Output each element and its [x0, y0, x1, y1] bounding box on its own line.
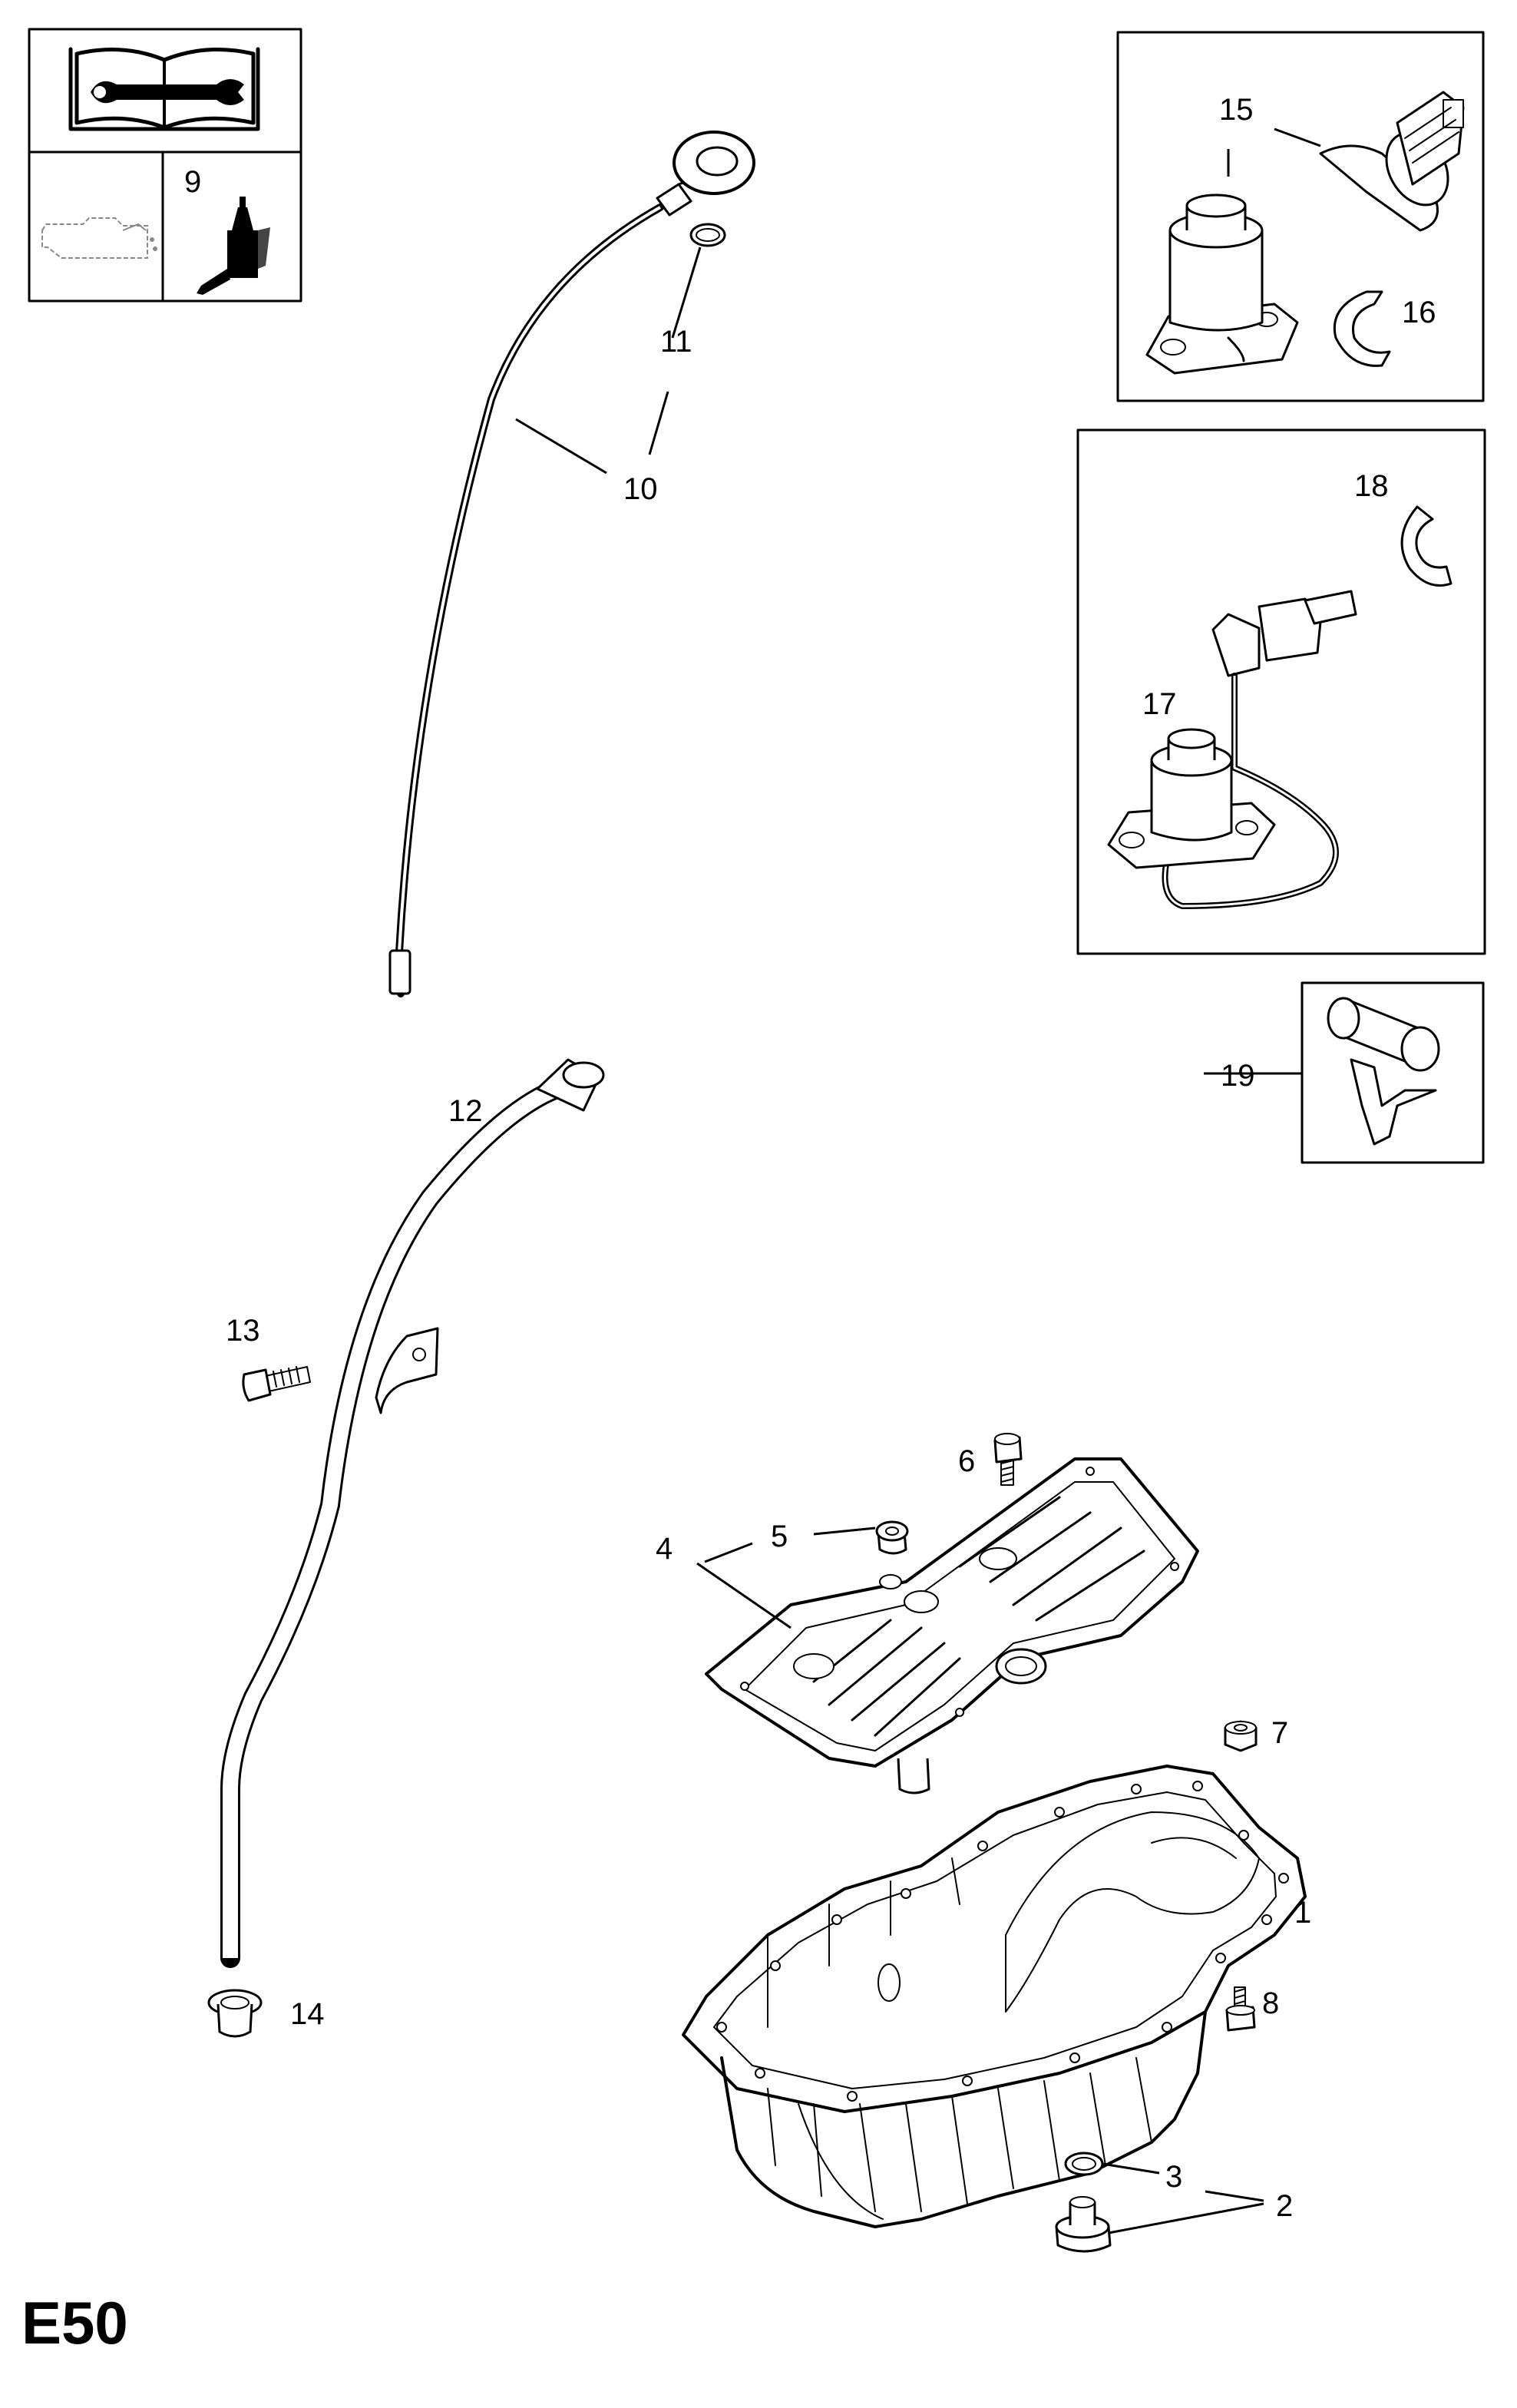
oil-pan-nut [1224, 1720, 1258, 1752]
callout-5: 5 [771, 1520, 788, 1553]
harness-clip [1327, 997, 1440, 1146]
callout-17: 17 [1142, 687, 1177, 721]
page-code: E50 [21, 2289, 128, 2357]
callout-19: 19 [1221, 1059, 1255, 1093]
callout-8: 8 [1262, 1986, 1279, 2020]
leader-lines [515, 127, 1321, 2234]
sealant-bottle-icon: 9 [184, 165, 270, 295]
callout-3: 3 [1165, 2160, 1182, 2194]
harness-connector [1162, 590, 1357, 909]
sensor-connector [1319, 91, 1465, 232]
engine-oil-icon [41, 217, 157, 259]
dipstick-guide-tube [220, 1058, 605, 1968]
callout-14: 14 [290, 1997, 325, 2031]
retaining-clip [1333, 290, 1391, 367]
harness-clip-box [1301, 981, 1485, 1164]
callout-2: 2 [1276, 2189, 1293, 2223]
drain-plug-washer [1064, 2152, 1104, 2176]
oil-pan-baffle [705, 1457, 1199, 1794]
oil-pan-bolt [1225, 1986, 1256, 2032]
callout-11: 11 [660, 325, 692, 359]
callout-4: 4 [656, 1532, 673, 1566]
baffle-washer [875, 1520, 909, 1555]
oil-level-sensor-with-harness [1107, 728, 1276, 869]
oil-level-sensor-box [1116, 31, 1485, 402]
callout-10: 10 [623, 472, 658, 506]
drain-plug [1055, 2196, 1112, 2253]
callout-15: 15 [1219, 93, 1254, 127]
callout-13: 13 [226, 1314, 260, 1348]
legend-box: 9 [28, 28, 302, 303]
oil-pan [682, 1765, 1307, 2228]
repair-manual-wrench-icon [68, 47, 260, 131]
oil-level-sensor-harness-box [1076, 428, 1486, 955]
guide-tube-bolt [242, 1366, 311, 1402]
guide-tube-seal [207, 1989, 263, 2038]
dipstick-o-ring [689, 223, 726, 247]
callout-18: 18 [1354, 469, 1389, 503]
callout-labels: 1 2 3 4 5 6 7 8 10 11 12 13 14 15 16 17 … [226, 93, 1436, 2223]
oil-level-sensor [1145, 194, 1299, 375]
callout-6: 6 [958, 1444, 975, 1478]
harness-retaining-clip [1400, 505, 1453, 587]
callout-12: 12 [448, 1094, 483, 1128]
callout-16: 16 [1402, 296, 1436, 329]
baffle-bolt [993, 1433, 1023, 1486]
callout-1: 1 [1294, 1896, 1311, 1930]
legend-sealant-label: 9 [184, 165, 201, 199]
oil-dipstick [388, 131, 755, 997]
callout-7: 7 [1271, 1716, 1288, 1750]
